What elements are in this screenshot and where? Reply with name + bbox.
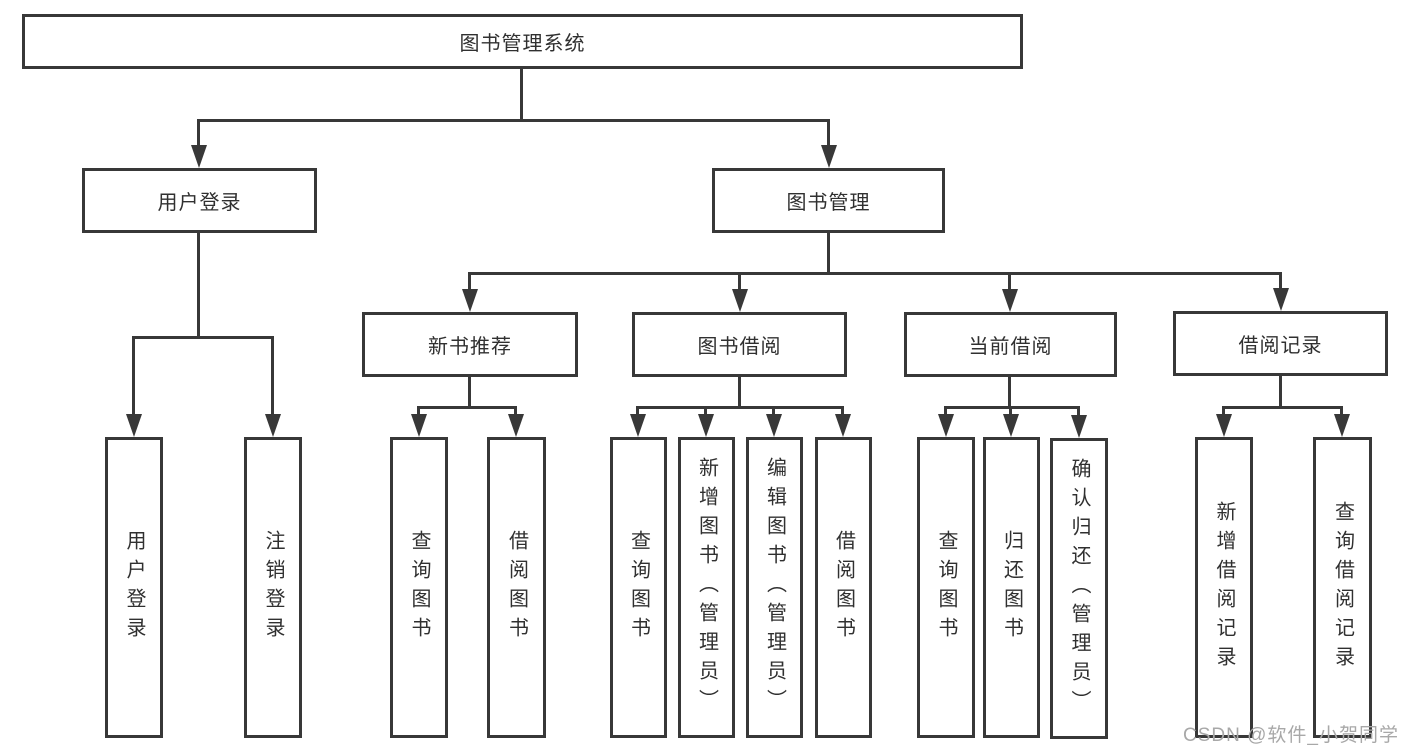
node-borrow-records-label: 借阅记录 <box>1238 335 1323 357</box>
connector-line <box>468 272 471 292</box>
node-root-label: 图书管理系统 <box>459 33 586 55</box>
connector-line <box>841 406 844 417</box>
node-current-borrow: 当前借阅 <box>904 312 1117 377</box>
connector-line <box>132 336 135 416</box>
arrowhead-icon <box>411 414 427 437</box>
connector-line <box>197 119 830 122</box>
connector-line <box>704 406 707 417</box>
arrowhead-icon <box>821 145 837 168</box>
node-current-borrow-label: 当前借阅 <box>968 336 1053 358</box>
connector-line <box>1077 406 1080 417</box>
connector-line <box>1279 272 1282 292</box>
connector-line <box>197 119 200 147</box>
connector-line <box>514 406 517 417</box>
leaf-newbook-query-books: 查询图书 <box>390 437 448 738</box>
connector-line <box>944 406 1080 409</box>
leaf-borrow-query-books: 查询图书 <box>610 437 667 738</box>
leaf-add-borrow-record: 新增借阅记录 <box>1195 437 1253 738</box>
connector-line <box>772 406 775 417</box>
connector-line <box>827 119 830 147</box>
leaf-current-query-books: 查询图书 <box>917 437 975 738</box>
connector-line <box>827 230 830 275</box>
connector-line <box>1222 406 1225 417</box>
connector-line <box>417 406 420 417</box>
leaf-confirm-return-admin-label: 确认归还（管理员） <box>1068 458 1090 719</box>
connector-line <box>1008 272 1011 292</box>
connector-line <box>1009 406 1012 417</box>
leaf-borrow-books: 借阅图书 <box>815 437 872 738</box>
connector-line <box>944 406 947 417</box>
leaf-add-books-admin-label: 新增图书（管理员） <box>695 457 718 718</box>
connector-line <box>636 406 639 417</box>
node-book-management: 图书管理 <box>712 168 945 233</box>
leaf-add-borrow-record-label: 新增借阅记录 <box>1213 500 1235 675</box>
node-book-borrow: 图书借阅 <box>632 312 847 377</box>
arrowhead-icon <box>1002 289 1018 312</box>
leaf-newbook-query-books-label: 查询图书 <box>408 529 430 646</box>
connector-line <box>1008 375 1011 409</box>
leaf-confirm-return-admin: 确认归还（管理员） <box>1050 438 1108 739</box>
leaf-return-books: 归还图书 <box>983 437 1040 738</box>
leaf-logout-label: 注销登录 <box>262 529 284 646</box>
leaf-edit-books-admin: 编辑图书（管理员） <box>746 437 803 738</box>
arrowhead-icon <box>766 414 782 437</box>
node-book-management-label: 图书管理 <box>786 192 871 214</box>
leaf-return-books-label: 归还图书 <box>1000 529 1023 646</box>
connector-line <box>738 272 741 292</box>
node-borrow-records: 借阅记录 <box>1173 311 1388 376</box>
arrowhead-icon <box>265 414 281 437</box>
arrowhead-icon <box>508 414 524 437</box>
node-new-book-recommend: 新书推荐 <box>362 312 578 377</box>
arrowhead-icon <box>462 289 478 312</box>
arrowhead-icon <box>1216 414 1232 437</box>
node-user-login-label: 用户登录 <box>157 192 242 214</box>
csdn-watermark: CSDN @软件_小贺同学 <box>1183 725 1399 746</box>
arrowhead-icon <box>732 289 748 312</box>
arrowhead-icon <box>630 414 646 437</box>
node-new-book-recommend-label: 新书推荐 <box>428 336 512 358</box>
connector-line <box>520 66 523 121</box>
connector-line <box>468 272 1282 275</box>
arrowhead-icon <box>938 414 954 437</box>
arrowhead-icon <box>1003 414 1019 437</box>
connector-line <box>636 406 844 409</box>
leaf-query-borrow-record: 查询借阅记录 <box>1313 437 1372 738</box>
leaf-borrow-books-label: 借阅图书 <box>832 529 855 646</box>
arrowhead-icon <box>1334 414 1350 437</box>
leaf-query-borrow-record-label: 查询借阅记录 <box>1331 500 1354 675</box>
leaf-user-login: 用户登录 <box>105 437 163 738</box>
connector-line <box>132 336 274 339</box>
connector-line <box>738 375 741 409</box>
connector-line <box>197 230 200 338</box>
node-user-login: 用户登录 <box>82 168 317 233</box>
leaf-logout: 注销登录 <box>244 437 302 738</box>
connector-line <box>1279 374 1282 409</box>
connector-line <box>271 336 274 416</box>
arrowhead-icon <box>835 414 851 437</box>
leaf-newbook-borrow-books: 借阅图书 <box>487 437 546 738</box>
node-root: 图书管理系统 <box>22 14 1023 69</box>
arrowhead-icon <box>1273 288 1289 311</box>
node-book-borrow-label: 图书借阅 <box>697 336 782 358</box>
arrowhead-icon <box>698 414 714 437</box>
connector-line <box>1222 406 1343 409</box>
arrowhead-icon <box>126 414 142 437</box>
leaf-user-login-label: 用户登录 <box>123 529 145 646</box>
arrowhead-icon <box>1071 415 1087 438</box>
leaf-edit-books-admin-label: 编辑图书（管理员） <box>763 457 786 718</box>
connector-line <box>1340 406 1343 417</box>
leaf-newbook-borrow-books-label: 借阅图书 <box>505 529 528 646</box>
leaf-add-books-admin: 新增图书（管理员） <box>678 437 735 738</box>
leaf-borrow-query-books-label: 查询图书 <box>627 529 650 646</box>
arrowhead-icon <box>191 145 207 168</box>
connector-line <box>468 375 471 409</box>
leaf-current-query-books-label: 查询图书 <box>935 529 957 646</box>
connector-line <box>417 406 517 409</box>
